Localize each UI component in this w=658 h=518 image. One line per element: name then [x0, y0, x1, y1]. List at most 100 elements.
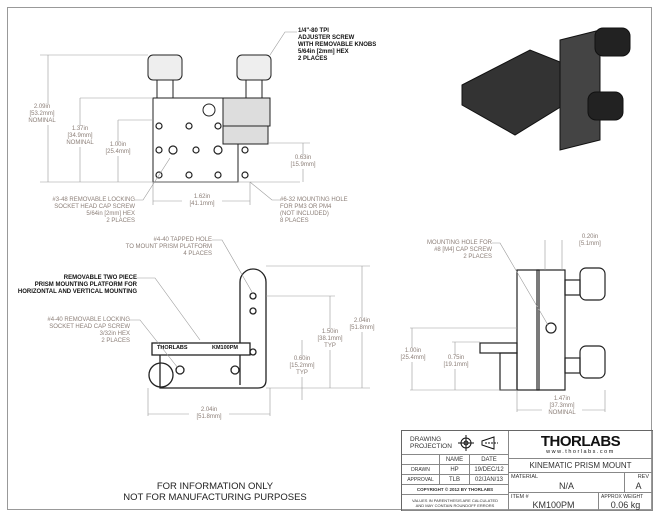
rev-label: REV: [637, 474, 649, 480]
dim-value-mm: [15.9mm]: [290, 162, 316, 168]
tapped-hole-callout: #4-40 TAPPED HOLE TO MOUNT PRISM PLATFOR…: [100, 237, 212, 258]
projection-label: PROJECTION: [410, 442, 452, 450]
callout-line: ADJUSTER SCREW: [298, 35, 355, 41]
dim-platform-width: 2.04in [51.8mm]: [189, 407, 229, 421]
dim-side-075: 0.75in [19.1mm]: [438, 355, 474, 369]
callout-line: PRISM MOUNTING PLATFORM FOR: [34, 282, 137, 288]
dim-value-mm: [51.8mm]: [349, 325, 375, 331]
dim-value-mm: [15.2mm]: [289, 363, 315, 369]
drawn-label: DRAWN: [402, 465, 440, 475]
front-view-drawing: [40, 31, 310, 205]
material-label: MATERIAL: [511, 474, 539, 480]
callout-line: 5/64in [2mm] HEX: [86, 211, 135, 217]
projection-cell: DRAWING PROJECTION: [402, 431, 509, 455]
dim-note: TYP: [296, 370, 308, 376]
note-line: AND MAY CONTAIN ROUNDOFF ERRORS: [415, 502, 495, 508]
callout-line: 2 PLACES: [101, 338, 130, 344]
dim-value: 2.04in: [353, 318, 371, 324]
dim-width-162: 1.62in [41.1mm]: [182, 194, 222, 208]
item-cell: ITEM # KM100PM: [509, 493, 599, 511]
weight-label: APPROX WEIGHT: [601, 494, 644, 500]
callout-line: TO MOUNT PRISM PLATFORM: [125, 244, 212, 250]
callout-line: 3/32in HEX: [99, 331, 130, 337]
side-mount-callout: MOUNTING HOLE FOR #8 [M4] CAP SCREW 2 PL…: [410, 240, 492, 261]
projection-label: DRAWING: [410, 435, 442, 443]
dim-total-height: 2.09in [53.2mm] NOMINAL: [22, 104, 62, 125]
callout-line: 1/4"-80 TPI: [298, 28, 329, 34]
dim-value-mm: [19.1mm]: [443, 362, 469, 368]
logo-cell: THORLABS www.thorlabs.com: [509, 431, 653, 459]
dim-side-147: 1.47in [37.3mm] NOMINAL: [542, 396, 582, 417]
dim-value: 1.47in: [553, 396, 571, 402]
mounting-hole-callout: #6-32 MOUNTING HOLE FOR PM3 OR PM4 (NOT …: [280, 197, 348, 225]
dim-body-height: 1.37in [34.9mm] NOMINAL: [60, 126, 100, 147]
callout-line: #8 [M4] CAP SCREW: [434, 247, 492, 253]
dim-value-mm: [38.1mm]: [317, 336, 343, 342]
dim-value: 2.09in: [33, 104, 51, 110]
copyright: COPYRIGHT © 2012 BY THORLABS: [402, 485, 509, 495]
dim-value: 1.50in: [321, 329, 339, 335]
item-label: ITEM #: [511, 494, 529, 500]
platform-callout: REMOVABLE TWO PIECE PRISM MOUNTING PLATF…: [0, 275, 137, 296]
item-value: KM100PM: [532, 499, 575, 510]
dim-063: 0.63in [15.9mm]: [283, 155, 323, 169]
dim-value: 0.75in: [447, 355, 465, 361]
callout-line: HORIZONTAL AND VERTICAL MOUNTING: [17, 289, 137, 295]
dim-value-mm: [41.1mm]: [189, 201, 215, 207]
title-block: DRAWING PROJECTION NAME DATE DRAWN HP 19…: [401, 430, 653, 511]
dim-value: 1.37in: [71, 126, 89, 132]
dim-value: 0.60in: [293, 356, 311, 362]
engraving-part: KM100PM: [212, 345, 238, 351]
blank-cell: [402, 455, 440, 465]
dim-value-mm: [25.4mm]: [105, 149, 131, 155]
callout-line: 4 PLACES: [183, 251, 212, 257]
name-header: NAME: [440, 455, 470, 465]
projection-symbol-icon: [457, 434, 498, 451]
dim-value: 2.04in: [200, 407, 218, 413]
drawing-title: KINEMATIC PRISM MOUNT: [509, 459, 653, 473]
dim-value: 1.00in: [109, 142, 127, 148]
engraving-brand: THORLABS: [157, 345, 188, 351]
drawn-name: HP: [440, 465, 470, 475]
dim-060: 0.60in [15.2mm] TYP: [282, 356, 322, 377]
values-note: VALUES IN PARENTHESIS ARE CALCULATED AND…: [402, 495, 509, 511]
weight-value: 0.06 kg: [610, 499, 641, 510]
dim-value-mm: [51.8mm]: [196, 414, 222, 420]
callout-line: 8 PLACES: [280, 218, 309, 224]
website: www.thorlabs.com: [546, 449, 615, 455]
dim-value-mm: [53.2mm]: [29, 111, 55, 117]
weight-cell: APPROX WEIGHT 0.06 kg: [599, 493, 653, 511]
callout-line: #4-40 REMOVABLE LOCKING: [47, 317, 130, 323]
isometric-view-drawing: [461, 27, 631, 151]
note-line: VALUES IN PARENTHESIS ARE CALCULATED: [411, 497, 499, 503]
approval-label: APPROVAL: [402, 475, 440, 485]
callout-line: FOR PM3 OR PM4: [280, 204, 332, 210]
callout-line: SOCKET HEAD CAP SCREW: [54, 204, 135, 210]
dim-value-mm: [34.9mm]: [67, 133, 93, 139]
callout-line: WITH REMOVABLE KNOBS: [298, 42, 377, 48]
disclaimer: FOR INFORMATION ONLY NOT FOR MANUFACTURI…: [110, 481, 320, 503]
callout-line: 5/64in [2mm] HEX: [298, 49, 349, 55]
approval-name: TLB: [440, 475, 470, 485]
thorlabs-logo: THORLABS: [540, 433, 621, 450]
dim-value: 1.00in: [404, 348, 422, 354]
dim-note: NOMINAL: [28, 118, 56, 124]
disclaimer-line: NOT FOR MANUFACTURING PURPOSES: [123, 492, 307, 503]
dim-note: TYP: [324, 343, 336, 349]
dim-value: 1.62in: [193, 194, 211, 200]
callout-line: 2 PLACES: [106, 218, 135, 224]
dim-value-mm: [5.1mm]: [579, 241, 601, 247]
dim-value-mm: [25.4mm]: [400, 355, 426, 361]
callout-line: 2 PLACES: [463, 254, 492, 260]
dim-note: NOMINAL: [66, 140, 94, 146]
dim-150: 1.50in [38.1mm] TYP: [310, 329, 350, 350]
callout-line: SOCKET HEAD CAP SCREW: [49, 324, 130, 330]
locking-screw-callout: #3-48 REMOVABLE LOCKING SOCKET HEAD CAP …: [30, 197, 135, 225]
rev-value: A: [635, 480, 642, 491]
callout-line: 2 PLACES: [298, 56, 328, 62]
side-view-drawing: [410, 240, 606, 412]
approval-date: 02/JAN/13: [470, 475, 509, 485]
callout-line: REMOVABLE TWO PIECE: [63, 275, 137, 281]
rev-cell: REV A: [625, 473, 653, 493]
